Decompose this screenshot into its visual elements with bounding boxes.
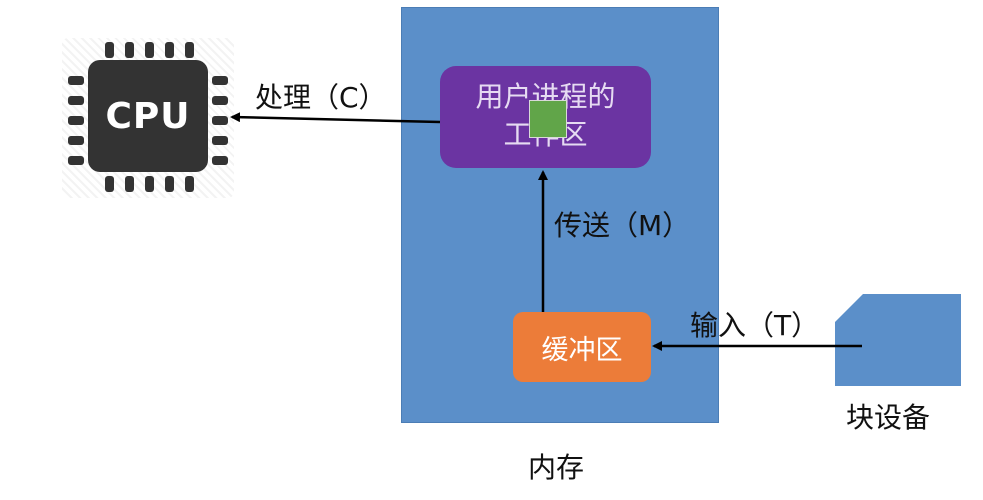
cpu-pin	[212, 156, 228, 165]
cpu-label: CPU	[105, 95, 191, 137]
cpu-pin	[105, 42, 114, 58]
memory-label: 内存	[528, 451, 585, 484]
cpu-pin	[145, 176, 154, 192]
cpu-pin	[185, 176, 194, 192]
cpu-pin	[212, 96, 228, 105]
cpu-pin	[165, 176, 174, 192]
cpu-pin	[125, 42, 134, 58]
cpu-pin	[68, 156, 84, 165]
cpu-pin	[212, 116, 228, 125]
buffer-label: 缓冲区	[541, 334, 623, 366]
data-block-icon	[529, 100, 567, 138]
cpu-pin	[68, 76, 84, 85]
block-device-icon	[835, 294, 961, 386]
cpu-pin	[68, 136, 84, 145]
cpu-pin	[105, 176, 114, 192]
cpu-pin	[125, 176, 134, 192]
cpu-pin	[165, 42, 174, 58]
cpu-pin	[212, 136, 228, 145]
transfer-edge-label: 传送（M）	[554, 209, 691, 242]
buffer-block: 缓冲区	[513, 312, 651, 382]
cpu-pin	[68, 116, 84, 125]
process-edge-label: 处理（C）	[255, 81, 387, 114]
block-device-label: 块设备	[846, 401, 931, 434]
cpu-pin	[212, 76, 228, 85]
input-edge-label: 输入（T）	[690, 309, 820, 342]
cpu-pin	[145, 42, 154, 58]
cpu-chip-icon: CPU	[88, 60, 208, 172]
process-arrow	[230, 112, 441, 124]
cpu-pin	[185, 42, 194, 58]
cpu-pin	[68, 96, 84, 105]
